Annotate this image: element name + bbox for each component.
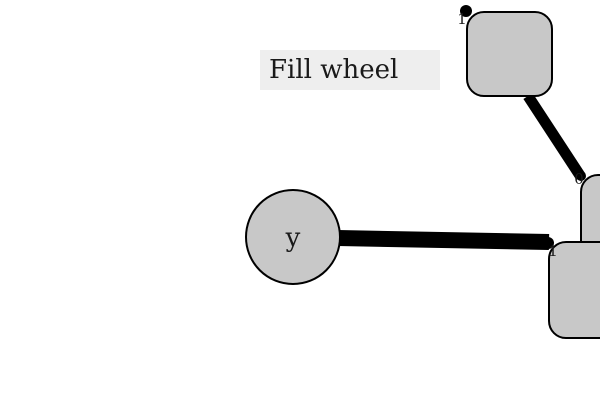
node-top-box-port[interactable] (460, 5, 472, 17)
edge-y-to-lower-box[interactable] (337, 230, 550, 250)
node-y-shape[interactable] (245, 189, 341, 285)
node-right-box-port-label: 0 (574, 170, 584, 188)
node-right-box-shape[interactable] (580, 174, 600, 260)
node-top-box-shape[interactable] (466, 11, 553, 97)
node-lower-box-port-label: 1 (548, 242, 558, 260)
node-lower-box-shape[interactable] (548, 241, 600, 339)
caption-label: Fill wheel (260, 50, 440, 90)
node-y[interactable]: y (245, 189, 341, 285)
node-lower-box-port[interactable] (542, 237, 554, 249)
edge-top-box-to-right-box[interactable] (523, 92, 586, 181)
edges (337, 92, 586, 250)
node-right-box[interactable]: 0 (574, 170, 600, 260)
node-top-box-port-label: 1 (457, 10, 467, 28)
node-right-box-port[interactable] (576, 171, 586, 181)
node-top-box[interactable]: 1 (457, 5, 553, 97)
node-lower-box[interactable]: 1 (542, 237, 600, 339)
node-y-label: y (285, 223, 301, 253)
